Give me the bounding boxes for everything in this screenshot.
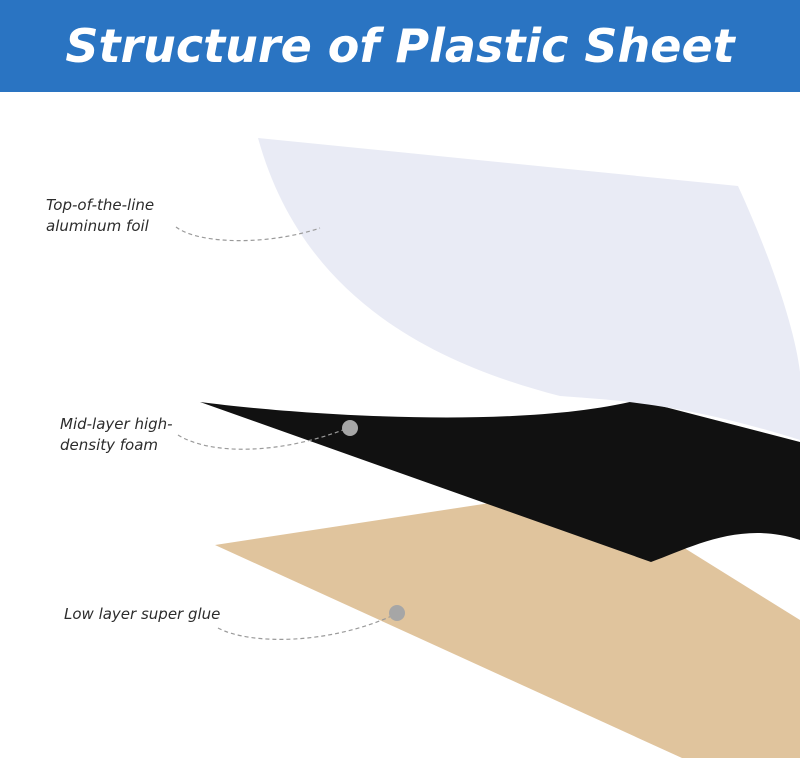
foam-label-line-1: Mid-layer high- bbox=[60, 415, 173, 433]
glue-leader-line bbox=[217, 613, 397, 640]
foil-leader-line bbox=[175, 226, 321, 242]
foam-layer bbox=[200, 400, 800, 562]
foil-layer bbox=[258, 138, 800, 440]
foam-label: Mid-layer high- density foam bbox=[60, 414, 173, 456]
glue-label-line-1: Low layer super glue bbox=[64, 605, 221, 623]
page-title: Structure of Plastic Sheet bbox=[65, 19, 735, 73]
foil-label-line-2: aluminum foil bbox=[46, 217, 149, 235]
title-banner bbox=[0, 0, 800, 92]
glue-marker-dot bbox=[389, 605, 405, 621]
foil-label-line-1: Top-of-the-line bbox=[46, 196, 155, 214]
foam-marker-dot bbox=[342, 420, 358, 436]
foam-leader-line bbox=[177, 427, 349, 450]
glue-label: Low layer super glue bbox=[64, 604, 220, 625]
foil-label: Top-of-the-line aluminum foil bbox=[46, 195, 154, 237]
foam-label-line-2: density foam bbox=[60, 436, 159, 454]
